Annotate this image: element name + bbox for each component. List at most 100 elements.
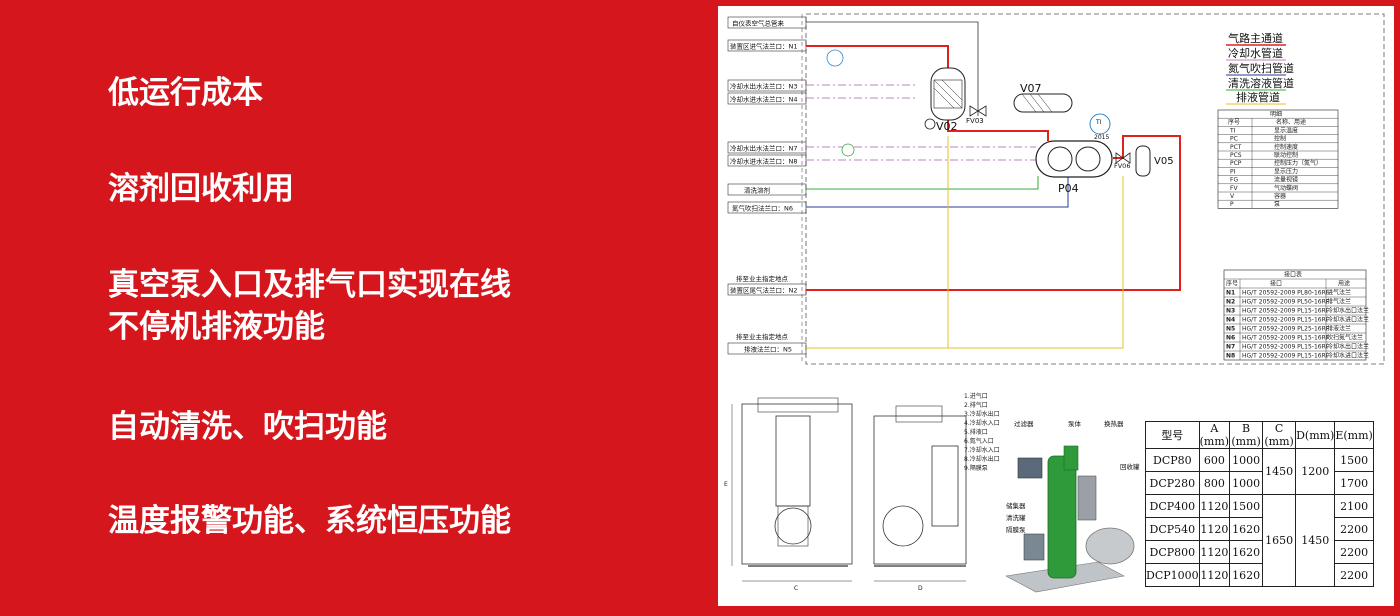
connection-notes: 1.进气口2.排气口3.冷却水出口4.冷却水入口5.排液口6.氮气入口7.冷却水… bbox=[964, 392, 1000, 472]
nozzle-id: N3 bbox=[1226, 308, 1235, 315]
header-cell: D(mm) bbox=[1295, 421, 1336, 449]
table-row: DCP540 1120 1620 2200 bbox=[1145, 517, 1374, 541]
svg-text:D: D bbox=[918, 585, 923, 592]
technical-drawing-panel: 自仪表空气总管来 装置区进气法兰口：N1 冷却水出水法兰口：N3 冷却水进水法兰… bbox=[718, 6, 1394, 606]
feature-alarm: 温度报警功能、系统恒压功能 bbox=[108, 500, 511, 542]
nozzle-spec: HG/T 20592-2009 PL50-16RF bbox=[1242, 299, 1330, 306]
svg-text:过滤器: 过滤器 bbox=[1014, 419, 1034, 428]
component-labels: 过滤器 泵体 换热器 回收罐 储集器 清洗罐 隔膜泵 bbox=[1006, 419, 1140, 534]
nozzle-use: 冷却水进口法兰 bbox=[1327, 352, 1369, 360]
spec-code: PI bbox=[1230, 168, 1236, 175]
header-cell: A (mm) bbox=[1198, 421, 1231, 449]
equipment-symbols: V02 FV03 V07 TI 2015 P04 FV06 bbox=[826, 49, 1174, 195]
dimension-table-header: 型号 A (mm) B (mm) C (mm) D(mm) E(mm) bbox=[1145, 421, 1374, 449]
nozzle-id: N1 bbox=[1226, 290, 1235, 297]
nozzle-use: 吹扫氮气法兰 bbox=[1327, 334, 1363, 342]
svg-text:泵体: 泵体 bbox=[1068, 419, 1082, 428]
spec-code: V bbox=[1230, 193, 1235, 200]
spec-desc: 流量视镜 bbox=[1274, 176, 1298, 184]
svg-text:FV06: FV06 bbox=[1114, 162, 1130, 170]
svg-text:回收罐: 回收罐 bbox=[1120, 462, 1140, 471]
nozzle-spec: HG/T 20592-2009 PL15-16RF bbox=[1242, 335, 1330, 342]
header-cell: E(mm) bbox=[1334, 421, 1374, 449]
connection-note: 1.进气口 bbox=[964, 392, 988, 400]
spec-table-header: 序号 bbox=[1228, 118, 1240, 126]
nozzle-id: N5 bbox=[1226, 326, 1235, 333]
nozzle-spec: HG/T 20592-2009 PL15-16RF bbox=[1242, 317, 1330, 324]
nozzle-id: N4 bbox=[1226, 317, 1235, 324]
svg-text:冷却水出水法兰口：N3: 冷却水出水法兰口：N3 bbox=[730, 82, 798, 91]
svg-text:清洗溶液管道: 清洗溶液管道 bbox=[1228, 76, 1294, 90]
nozzle-spec: HG/T 20592-2009 PL15-16RF bbox=[1242, 308, 1330, 315]
svg-text:隔膜泵: 隔膜泵 bbox=[1006, 525, 1026, 534]
svg-text:清洗罐: 清洗罐 bbox=[1006, 513, 1026, 522]
svg-text:V02: V02 bbox=[936, 120, 958, 133]
spec-desc: 控制速度 bbox=[1274, 143, 1298, 151]
svg-text:气路主通道: 气路主通道 bbox=[1228, 31, 1283, 45]
table-row: DCP400 1120 1500 1650 1450 2100 bbox=[1145, 494, 1374, 587]
spec-desc: 显示压力 bbox=[1274, 167, 1298, 175]
table-row: DCP800 1120 1620 2200 bbox=[1145, 540, 1374, 564]
connection-note: 4.冷却水入口 bbox=[964, 419, 1000, 427]
nozzle-header: 接口 bbox=[1270, 280, 1282, 288]
table-row: DCP280 800 1000 1700 bbox=[1145, 471, 1374, 495]
spec-table-header: 名称、用途 bbox=[1276, 118, 1306, 126]
nozzle-id: N2 bbox=[1226, 299, 1235, 306]
nozzle-spec: HG/T 20592-2009 PL15-16RF bbox=[1242, 353, 1330, 360]
connection-note: 3.冷却水出口 bbox=[964, 410, 1000, 418]
spec-desc: 容器 bbox=[1274, 192, 1286, 200]
feature-online-drain: 真空泵入口及排气口实现在线 不停机排液功能 bbox=[108, 264, 511, 348]
spec-code: PCS bbox=[1230, 152, 1242, 159]
svg-text:FV03: FV03 bbox=[966, 117, 984, 125]
feature-auto-clean: 自动清洗、吹扫功能 bbox=[108, 406, 387, 448]
nozzle-spec: HG/T 20592-2009 PL25-16RF bbox=[1242, 326, 1330, 333]
machine-front-view: C E bbox=[724, 397, 853, 592]
svg-text:排液法兰口：N5: 排液法兰口：N5 bbox=[744, 345, 792, 354]
spec-desc: 联动控制 bbox=[1274, 151, 1298, 159]
connection-note: 7.冷却水入口 bbox=[964, 446, 1000, 454]
nozzle-spec: HG/T 20592-2009 PL80-16RF bbox=[1242, 290, 1330, 297]
connection-note: 5.排液口 bbox=[964, 428, 988, 436]
svg-text:冷却水管道: 冷却水管道 bbox=[1228, 46, 1283, 60]
nozzle-use: 进气法兰 bbox=[1327, 289, 1351, 297]
feature-text: 低运行成本 bbox=[108, 75, 263, 111]
spec-desc: 控制压力（氮气） bbox=[1274, 159, 1322, 167]
svg-text:2015: 2015 bbox=[1094, 134, 1109, 141]
spec-code: FV bbox=[1230, 185, 1238, 192]
svg-text:C: C bbox=[794, 585, 798, 592]
nozzle-use: 冷却水出口法兰 bbox=[1327, 343, 1369, 351]
nozzle-id: N8 bbox=[1226, 353, 1235, 360]
spec-code: TI bbox=[1229, 127, 1236, 134]
svg-text:换热器: 换热器 bbox=[1104, 419, 1124, 428]
machine-side-view: D bbox=[873, 405, 967, 592]
svg-text:冷却水出水法兰口：N7: 冷却水出水法兰口：N7 bbox=[730, 144, 798, 153]
dimension-table: 型号 A (mm) B (mm) C (mm) D(mm) E(mm) DCP8… bbox=[1145, 421, 1374, 587]
svg-text:V05: V05 bbox=[1154, 156, 1174, 167]
svg-text:P04: P04 bbox=[1058, 182, 1079, 195]
spec-desc: 控制 bbox=[1274, 135, 1286, 143]
feature-text: 温度报警功能、系统恒压功能 bbox=[108, 503, 511, 539]
spec-code: FG bbox=[1230, 177, 1238, 184]
feature-solvent-recovery: 溶剂回收利用 bbox=[108, 168, 294, 210]
svg-text:储集器: 储集器 bbox=[1006, 501, 1026, 510]
nozzle-use: 排气法兰 bbox=[1327, 298, 1351, 306]
spec-code: P bbox=[1230, 201, 1234, 208]
spec-desc: 气动蝶阀 bbox=[1274, 184, 1298, 192]
svg-text:E: E bbox=[724, 481, 728, 488]
svg-text:TI: TI bbox=[1095, 119, 1102, 126]
svg-text:排液管道: 排液管道 bbox=[1236, 90, 1280, 104]
connection-note: 8.冷却水出口 bbox=[964, 455, 1000, 463]
svg-text:排至业主指定地点: 排至业主指定地点 bbox=[736, 332, 789, 341]
machine-3d-render bbox=[1005, 445, 1135, 593]
process-diagram: 自仪表空气总管来 装置区进气法兰口：N1 冷却水出水法兰口：N3 冷却水进水法兰… bbox=[724, 13, 1385, 593]
connection-note: 6.氮气入口 bbox=[964, 437, 994, 445]
table-row: DCP80 600 1000 1450 1200 1500 bbox=[1145, 448, 1374, 495]
svg-text:装置区进气法兰口：N1: 装置区进气法兰口：N1 bbox=[730, 42, 798, 51]
spec-desc: 泵 bbox=[1274, 201, 1280, 208]
connection-note: 9.隔膜泵 bbox=[964, 464, 988, 472]
svg-text:氮气吹扫法兰口：N6: 氮气吹扫法兰口：N6 bbox=[732, 204, 793, 213]
spec-code: PCP bbox=[1230, 160, 1242, 167]
svg-text:自仪表空气总管来: 自仪表空气总管来 bbox=[732, 19, 785, 28]
spec-code: PCT bbox=[1230, 144, 1242, 151]
